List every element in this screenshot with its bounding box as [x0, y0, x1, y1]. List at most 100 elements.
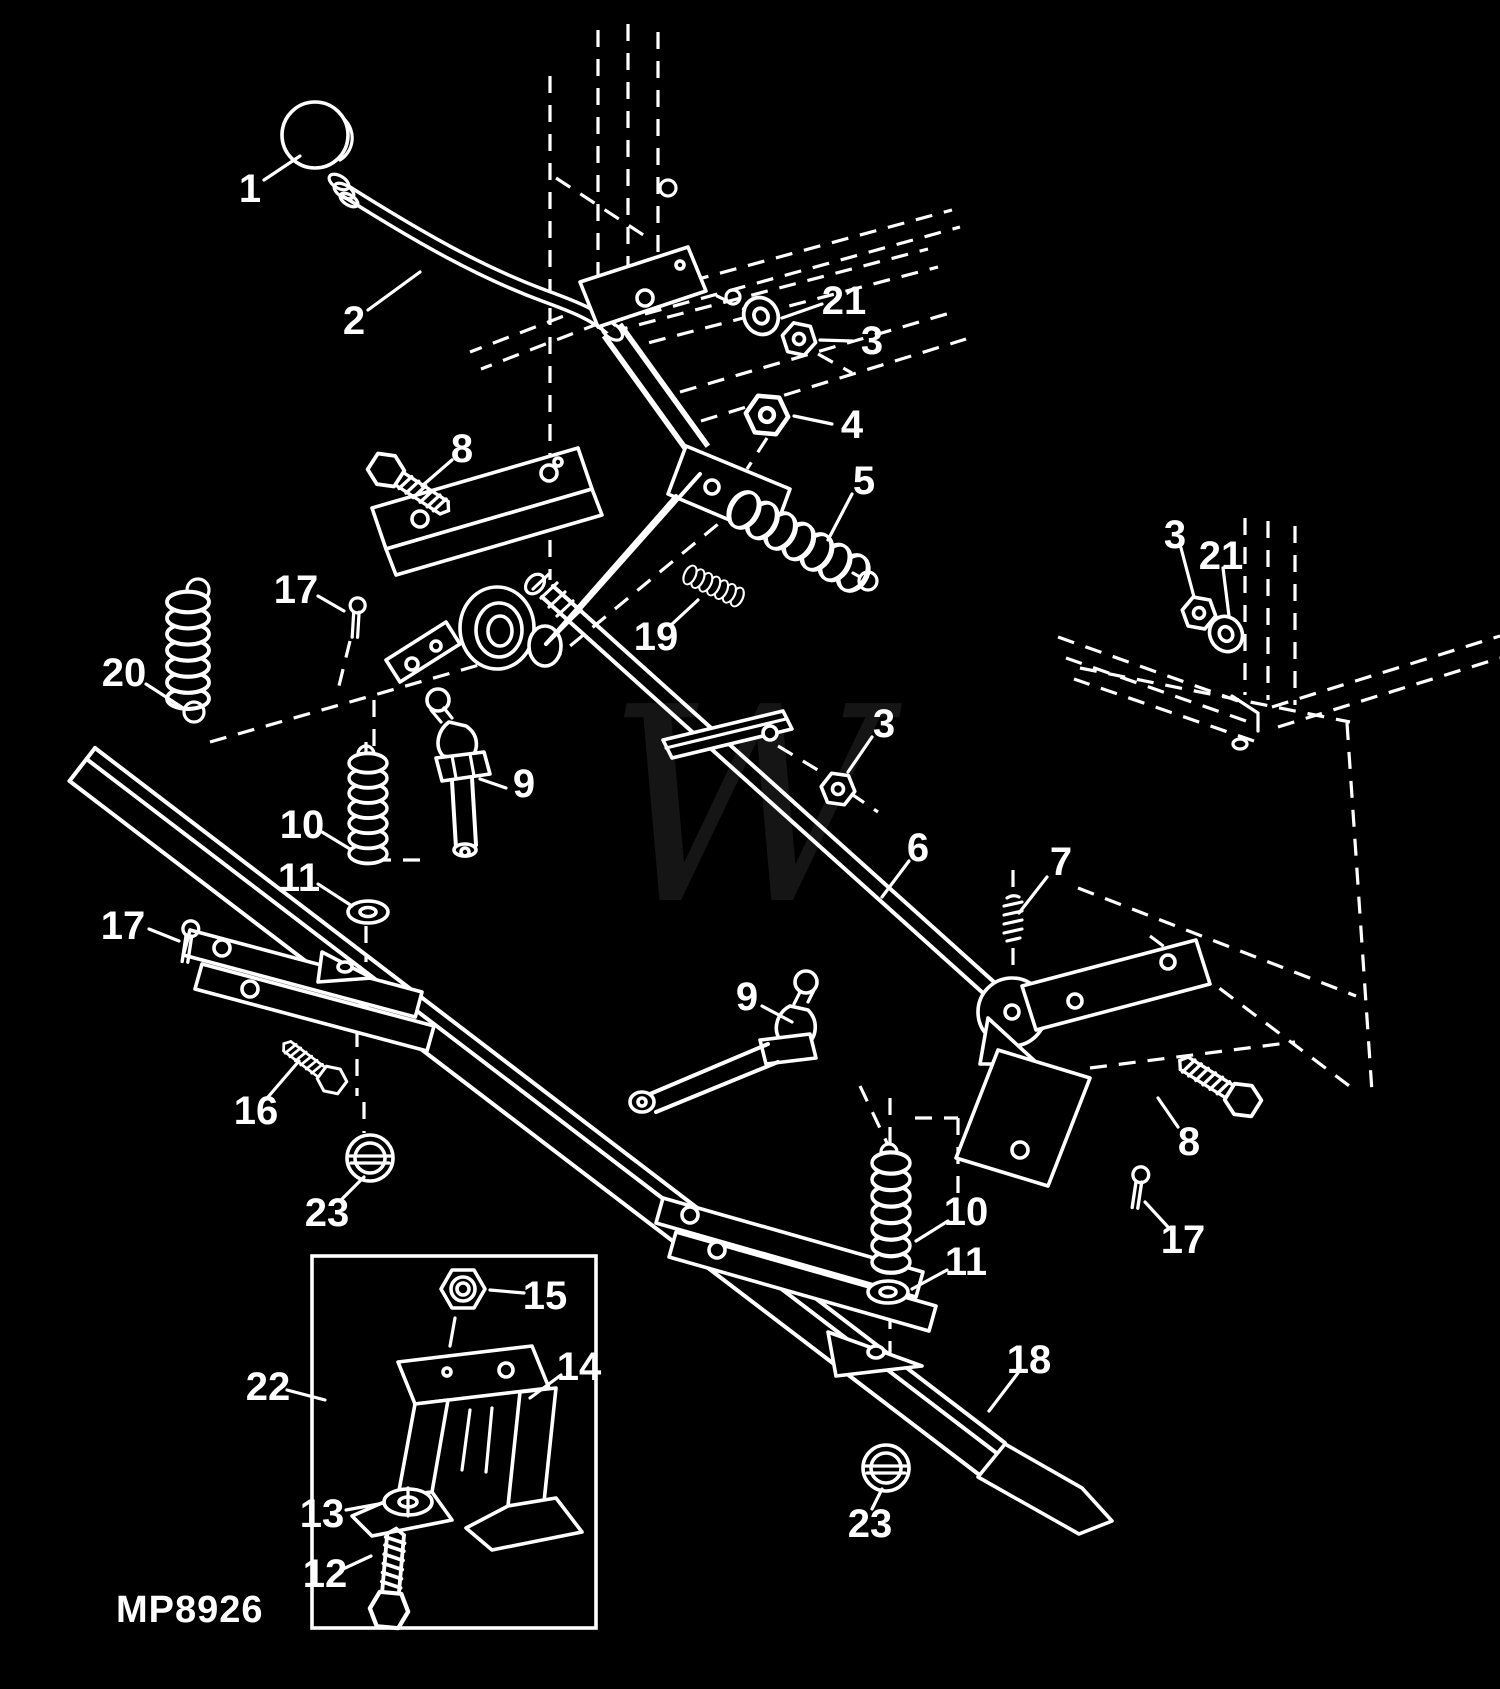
callout-label-9: 9	[736, 975, 758, 1019]
callout-label-17: 17	[101, 904, 146, 948]
callout-leader-23	[340, 1175, 366, 1201]
nut-3-top	[777, 319, 821, 359]
callout-leader-10	[320, 830, 352, 851]
callout-leader-3	[818, 338, 854, 343]
callout-leader-14	[528, 1373, 563, 1400]
callout-label-8: 8	[451, 427, 473, 471]
callout-leader-5	[826, 492, 854, 542]
callout-leader-18	[987, 1371, 1020, 1413]
callout-leader-21	[1221, 566, 1231, 618]
callout-leader-6	[880, 859, 911, 899]
callout-label-23: 23	[848, 1502, 893, 1546]
callout-label-21: 21	[1199, 534, 1244, 578]
clamp-bracket-14	[350, 1344, 584, 1552]
callout-leader-21	[780, 302, 824, 320]
right-bar-bracket	[654, 1196, 938, 1378]
slotted-disc-23-left	[345, 1133, 395, 1183]
callout-label-23: 23	[305, 1191, 350, 1235]
callout-leader-12	[341, 1554, 373, 1571]
drag-bar	[67, 746, 1114, 1536]
washer-13	[382, 1486, 434, 1518]
shift-knob	[280, 100, 360, 209]
cotter-pin-17-right	[1120, 1163, 1159, 1212]
phantom-frame-lines	[469, 24, 1500, 1093]
callout-leader-3	[1179, 546, 1196, 599]
callout-leader-17	[1143, 1200, 1170, 1229]
callout-label-22: 22	[246, 1365, 291, 1409]
callout-leader-17	[316, 594, 346, 613]
callout-leader-3	[846, 735, 874, 774]
callout-leader-19	[668, 598, 700, 628]
callout-label-14: 14	[557, 1345, 602, 1389]
compression-spring-10-left	[347, 744, 389, 866]
callout-label-6: 6	[907, 826, 929, 870]
callout-label-7: 7	[1050, 840, 1072, 884]
callout-leader-7	[1017, 875, 1049, 915]
callout-leader-20	[144, 682, 185, 710]
callout-leader-15	[488, 1288, 526, 1295]
callout-leader-22	[285, 1388, 327, 1402]
shift-lever	[339, 183, 792, 646]
callout-label-13: 13	[300, 1492, 345, 1536]
callout-leader-4	[792, 414, 834, 426]
callout-leader-2	[366, 270, 422, 312]
callout-label-17: 17	[1161, 1218, 1206, 1262]
ball-joint-left	[425, 687, 492, 858]
callout-label-8: 8	[1178, 1120, 1200, 1164]
compression-spring-10-right	[872, 1142, 910, 1273]
slotted-disc-23-right	[861, 1443, 911, 1493]
callout-label-15: 15	[523, 1274, 568, 1318]
callout-label-10: 10	[944, 1190, 989, 1234]
lever-frame-plate	[578, 245, 708, 329]
callout-label-3: 3	[861, 319, 883, 363]
callout-leader-1	[262, 154, 302, 182]
mid-plate	[661, 709, 794, 760]
callout-label-18: 18	[1007, 1338, 1052, 1382]
rod-bushing-hub	[458, 585, 563, 671]
callout-label-21: 21	[822, 279, 867, 323]
callout-label-4: 4	[841, 403, 864, 447]
callout-leader-16	[266, 1059, 301, 1099]
callout-label-16: 16	[234, 1089, 279, 1133]
nut-4	[744, 395, 790, 435]
pivot-hub-bracket	[954, 938, 1212, 1188]
callout-leader-9	[760, 1004, 794, 1024]
callout-label-3: 3	[1164, 513, 1186, 557]
callout-leader-23	[870, 1487, 884, 1511]
washer-21-top	[735, 289, 787, 343]
callout-label-20: 20	[102, 651, 147, 695]
bolt-8-right	[1168, 1044, 1268, 1125]
callout-leader-17	[147, 927, 181, 943]
callout-label-17: 17	[274, 568, 319, 612]
callout-label-11: 11	[945, 1240, 987, 1284]
callout-leader-9	[478, 777, 508, 790]
callout-label-19: 19	[634, 615, 679, 659]
callout-leader-10	[914, 1219, 950, 1243]
bolt-16	[274, 1031, 352, 1101]
assembly-center-lines	[209, 437, 1015, 1360]
callout-leader-11	[316, 882, 354, 908]
left-bar-bracket	[181, 928, 436, 1053]
tension-spring-20	[167, 577, 209, 724]
cotter-pin-17-upper	[338, 594, 377, 641]
inset-box	[310, 1254, 598, 1629]
washer-11-left	[346, 899, 390, 925]
ball-joint-right	[628, 969, 819, 1114]
shift-rod	[523, 572, 996, 995]
callout-label-1: 1	[239, 167, 261, 211]
callout-label-3: 3	[873, 702, 895, 746]
bolt-12	[368, 1527, 415, 1629]
callout-label-10: 10	[280, 803, 325, 847]
nut-15	[439, 1268, 487, 1310]
set-screw	[1002, 894, 1024, 943]
callout-label-11: 11	[278, 856, 320, 900]
callout-leader-8	[1156, 1096, 1180, 1129]
callout-leader-8	[420, 458, 454, 488]
figure-code: MP8926	[116, 1589, 264, 1631]
callout-leader-13	[344, 1501, 386, 1512]
callout-label-5: 5	[853, 459, 875, 503]
callout-label-2: 2	[343, 299, 365, 343]
upper-mount-bracket	[370, 446, 604, 684]
